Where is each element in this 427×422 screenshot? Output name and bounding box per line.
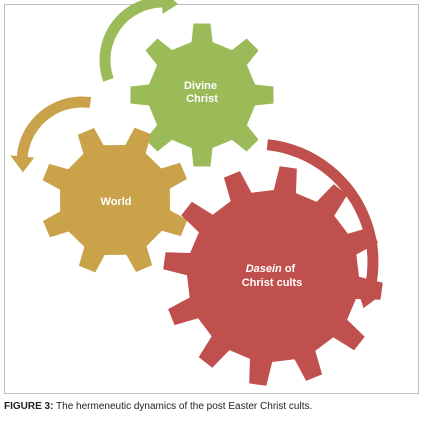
- gear-label-part: Christ cults: [242, 277, 303, 289]
- gear-label-part: Christ: [186, 93, 218, 105]
- gear-diagram: Divine Christ World Dasein of Christ cul…: [10, 0, 383, 386]
- figure-caption: FIGURE 3: The hermeneutic dynamics of th…: [4, 401, 424, 412]
- caption-text: The hermeneutic dynamics of the post Eas…: [53, 401, 313, 412]
- gear-divine-christ: [130, 23, 274, 167]
- gear-label-part-italic: Dasein: [246, 263, 282, 275]
- gear-label-part: of: [282, 263, 296, 275]
- gear-label-divine-christ: Divine Christ: [184, 80, 220, 105]
- gear-world: [42, 127, 188, 273]
- gold-cycle-arrow: [10, 96, 92, 173]
- gear-label-part: Divine: [184, 80, 217, 92]
- gear-label-line: Dasein of: [246, 263, 299, 275]
- gear-label-line: Divine: [184, 80, 220, 92]
- gear-label-part: World: [101, 196, 132, 208]
- gear-label-dasein: Dasein of Christ cults: [242, 263, 303, 289]
- gear-label-world: World: [101, 196, 132, 208]
- gear-dasein: [163, 166, 383, 386]
- green-cycle-arrow: [99, 0, 178, 82]
- gear-label-line: Christ cults: [242, 277, 303, 289]
- caption-label: FIGURE 3:: [4, 401, 54, 412]
- gear-label-line: Christ: [186, 93, 218, 105]
